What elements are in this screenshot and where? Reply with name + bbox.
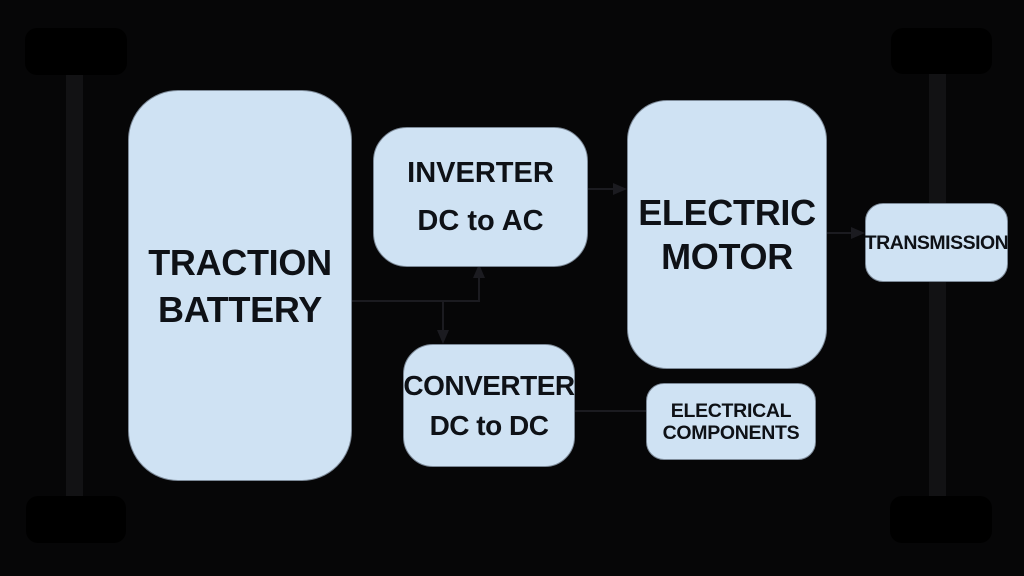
converter-label-line1: CONVERTER — [403, 369, 575, 401]
connector-battery-to-inverter — [478, 277, 480, 302]
electrical-components-label-line2: COMPONENTS — [662, 421, 800, 444]
arrowhead-into-transmission — [851, 227, 865, 239]
axle-left — [66, 50, 83, 520]
electrical-components-label-line1: ELECTRICAL — [670, 399, 792, 422]
axle-right — [929, 50, 946, 520]
converter-label-line2: DC to DC — [429, 409, 549, 441]
node-inverter: INVERTER DC to AC — [373, 127, 588, 267]
wheel-top-right — [891, 28, 992, 74]
inverter-label-line2: DC to AC — [417, 205, 544, 237]
node-converter: CONVERTER DC to DC — [403, 344, 575, 467]
node-traction-battery: TRACTION BATTERY — [128, 90, 352, 481]
wheel-bottom-right — [890, 496, 992, 543]
inverter-label-line1: INVERTER — [407, 157, 554, 189]
arrowhead-into-converter — [437, 330, 449, 344]
traction-battery-label-line2: BATTERY — [158, 288, 322, 330]
transmission-label: TRANSMISSION — [864, 231, 1009, 254]
arrowhead-into-motor — [613, 183, 627, 195]
traction-battery-label-line1: TRACTION — [148, 241, 332, 283]
node-transmission: TRANSMISSION — [864, 203, 1009, 282]
connector-battery-trunk — [351, 300, 479, 302]
node-electric-motor: ELECTRIC MOTOR — [627, 100, 827, 369]
electric-motor-label-line1: ELECTRIC — [638, 191, 816, 233]
connector-inverter-to-motor — [586, 188, 616, 190]
arrowhead-into-inverter — [473, 264, 485, 278]
electric-motor-label-line2: MOTOR — [661, 235, 793, 277]
connector-converter-to-electrical-components — [575, 410, 646, 412]
wheel-bottom-left — [26, 496, 126, 543]
wheel-top-left — [25, 28, 127, 75]
connector-motor-to-transmission — [826, 232, 854, 234]
connector-battery-to-converter — [442, 301, 444, 331]
node-electrical-components: ELECTRICAL COMPONENTS — [646, 383, 816, 460]
